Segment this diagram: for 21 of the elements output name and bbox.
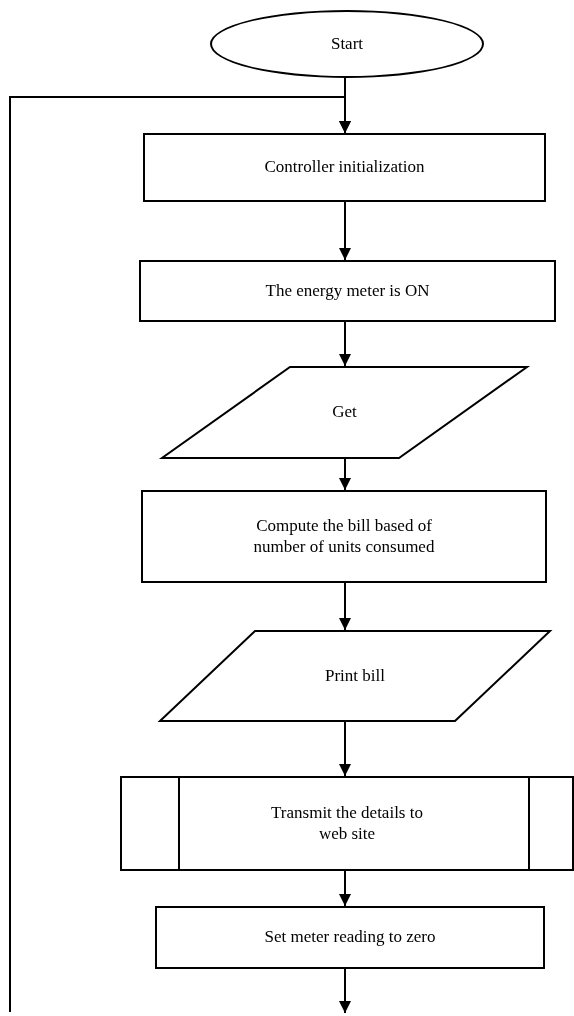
- step-label: Compute the bill based of number of units consumed: [252, 516, 436, 557]
- process-box: [139, 260, 556, 322]
- step-label: The energy meter is ON: [265, 280, 430, 302]
- step-label: Set meter reading to zero: [264, 927, 436, 948]
- flow-arrow: [339, 968, 351, 1014]
- step-label: Get: [332, 402, 357, 423]
- flow-arrow: [339, 201, 351, 261]
- step-label: Controller initialization: [264, 157, 425, 178]
- flow-arrow: [339, 321, 351, 367]
- flow-arrow: [339, 721, 351, 777]
- subprocess-box: [120, 776, 574, 871]
- step-label: Print bill: [325, 665, 385, 687]
- step-label: Transmit the details to web site: [270, 803, 424, 844]
- process-box: [143, 133, 546, 202]
- flow-arrow: [339, 582, 351, 631]
- flow-arrow: [339, 870, 351, 907]
- process-box: [141, 490, 547, 583]
- process-box: [155, 906, 545, 969]
- flow-arrow: [339, 458, 351, 491]
- step-label: Start: [330, 33, 364, 55]
- loop-back-arrow: [9, 96, 351, 1013]
